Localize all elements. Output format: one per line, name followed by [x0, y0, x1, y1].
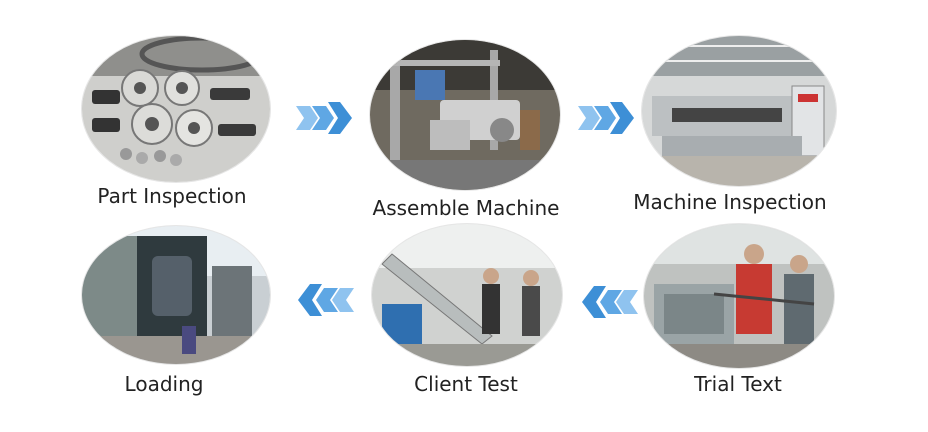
step-label-machine-inspection: Machine Inspection — [633, 190, 827, 214]
arrow-left-icon — [298, 284, 354, 316]
arrow-right-icon — [296, 102, 352, 134]
step-label-client-test: Client Test — [414, 372, 518, 396]
step-label-trial-text: Trial Text — [694, 372, 782, 396]
client-test-photo — [372, 224, 562, 366]
machine-inspection-photo — [642, 36, 836, 186]
loading-photo — [82, 226, 270, 364]
assemble-machine-photo — [370, 40, 560, 190]
trial-text-photo — [644, 224, 834, 368]
step-label-assemble-machine: Assemble Machine — [372, 196, 560, 220]
part-inspection-photo — [82, 36, 270, 182]
step-label-part-inspection: Part Inspection — [97, 184, 247, 208]
arrow-left-icon — [582, 286, 638, 318]
step-label-loading: Loading — [124, 372, 204, 396]
arrow-right-icon — [578, 102, 634, 134]
